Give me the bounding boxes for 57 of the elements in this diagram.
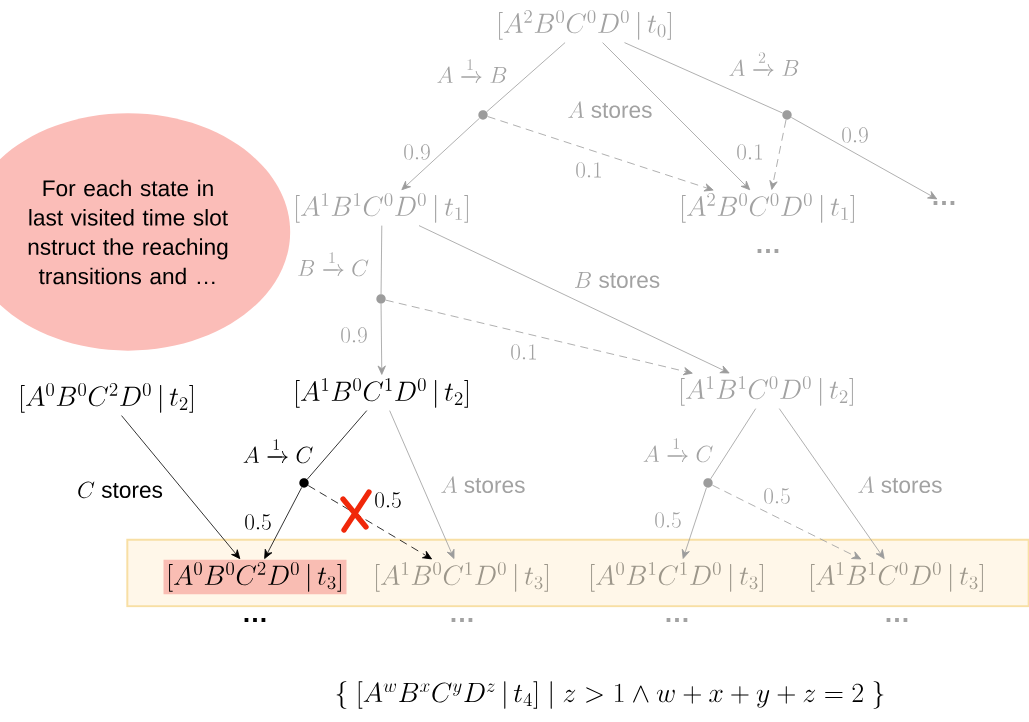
state-label: $[A^2B^0C^0D^0\,|\,t_0]$ xyxy=(499,9,671,40)
arrow xyxy=(264,487,303,559)
edge-label: $0.1$ xyxy=(508,343,540,361)
ellipsis: … xyxy=(757,249,779,253)
connector-line xyxy=(486,42,566,113)
ellipsis: … xyxy=(886,618,908,622)
state-label: $[A^1B^0C^1D^0\,|\,t_3]$ xyxy=(376,561,548,592)
edge-label: $0.1$ xyxy=(734,143,766,161)
highlighted-state: $[A^0B^0C^2D^0\,|\,t_3]$ xyxy=(163,559,347,595)
connector-line xyxy=(380,225,383,295)
state-label: $[A^2B^0C^0D^0\,|\,t_1]$ xyxy=(682,192,854,223)
arrow xyxy=(377,303,386,375)
edge-label: $A\text{ stores}$ xyxy=(439,475,527,495)
arrow xyxy=(307,485,432,560)
arrow xyxy=(769,119,787,190)
edge-label: $C\text{ stores}$ xyxy=(75,480,165,500)
edge-label: $A\xrightarrow{1}B$ xyxy=(435,55,509,85)
edge-label: $0.1$ xyxy=(573,161,605,179)
arrow xyxy=(385,299,693,376)
edge-label: $0.5$ xyxy=(652,511,684,529)
ellipsis: … xyxy=(451,618,473,622)
edge-label: $0.9$ xyxy=(401,143,433,161)
connector-line xyxy=(306,410,368,480)
state-label: $[A^0B^0C^2D^0\,|\,t_2]$ xyxy=(21,382,193,413)
edge-label: $0.5$ xyxy=(242,513,274,531)
arrow xyxy=(602,42,751,191)
state-label: $[A^1B^0C^1D^0\,|\,t_2]$ xyxy=(296,377,468,408)
highlight-band xyxy=(126,538,1029,608)
arrow xyxy=(487,116,714,192)
ellipsis: … xyxy=(666,618,688,622)
edge-label: $A\xrightarrow{2}B$ xyxy=(727,48,801,78)
set-formula: $\left\{\ [A^wB^xC^yD^z\,|\,t_4]\ \middle|\ z>1\wedge w+x+y+z=2\ \right\}$ xyxy=(336,681,884,709)
edge-label: $A\xrightarrow{1}C$ xyxy=(241,435,315,465)
arrow xyxy=(121,415,241,560)
connector-line xyxy=(624,42,783,114)
edge-label: $A\text{ stores}$ xyxy=(856,475,944,495)
edge-label: $0.5$ xyxy=(761,487,793,505)
arrow xyxy=(681,487,707,559)
arrow xyxy=(778,408,885,559)
arrow xyxy=(418,225,730,374)
edge-label: $B\text{ stores}$ xyxy=(572,270,662,290)
arrow xyxy=(401,117,480,191)
edge-label: $A\xrightarrow{1}C$ xyxy=(641,434,715,464)
edge-label: $0.9$ xyxy=(839,126,871,144)
state-label: $[A^1B^1C^0D^0\,|\,t_2]$ xyxy=(681,375,853,406)
edge-label: $B\xrightarrow{1}C$ xyxy=(295,248,371,278)
arrow xyxy=(712,484,862,560)
arrow xyxy=(790,117,938,200)
state-label: $[A^1B^1C^0D^0\,|\,t_3]$ xyxy=(811,561,983,592)
connector-line xyxy=(710,408,757,480)
arrow xyxy=(389,410,455,559)
edge-label: $0.5$ xyxy=(372,491,404,509)
ellipsis: … xyxy=(933,201,955,205)
edge-label: $A\text{ stores}$ xyxy=(566,100,654,120)
edge-label: $0.9$ xyxy=(338,326,370,344)
state-label: $[A^1B^1C^0D^0\,|\,t_1]$ xyxy=(296,192,468,223)
state-label: $[A^0B^1C^1D^0\,|\,t_3]$ xyxy=(591,561,763,592)
